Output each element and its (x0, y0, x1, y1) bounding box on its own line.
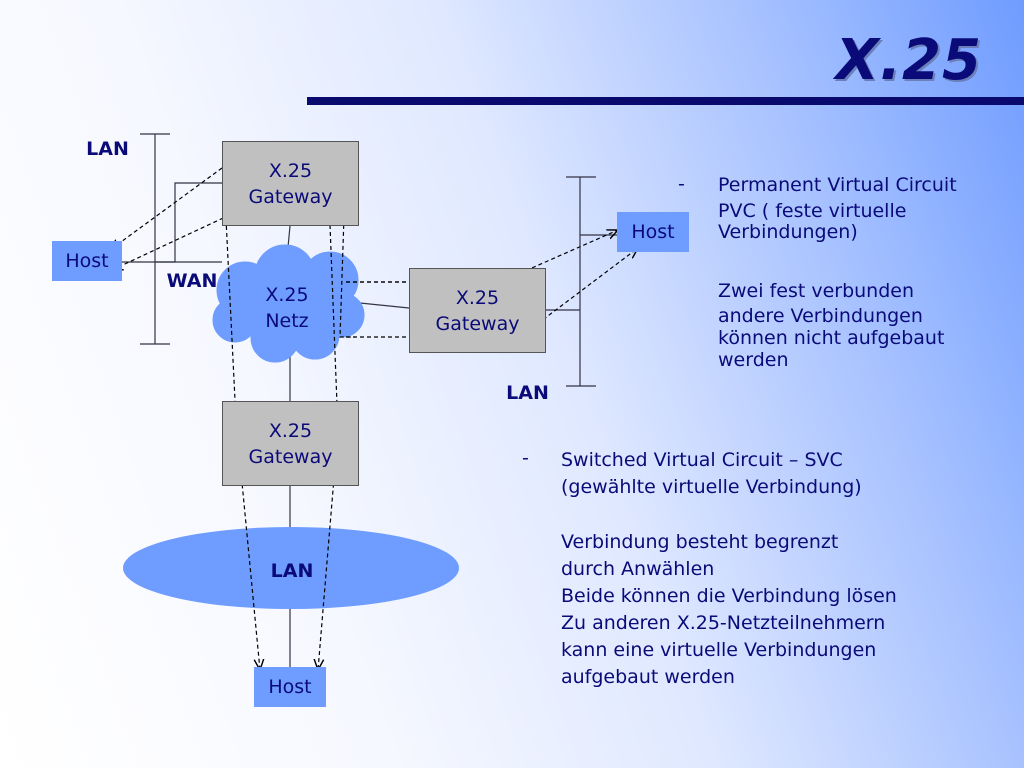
slide-title: X.25 (835, 28, 982, 93)
host-bottom: Host (254, 667, 326, 707)
netz-line1: X.25 (265, 284, 309, 306)
gateway-bottom: X.25 Gateway (222, 401, 359, 486)
gateway-top: X.25 Gateway (222, 141, 359, 226)
gateway-top-line1: X.25 (268, 159, 313, 182)
title-underline (307, 97, 1024, 105)
pvc-line2: PVC ( feste virtuelle (718, 200, 907, 222)
right-lan-bus (546, 176, 617, 387)
host-left: Host (52, 241, 122, 281)
pvc-desc3: können nicht aufgebaut (718, 327, 945, 349)
gateway-bottom-line2: Gateway (248, 445, 333, 468)
svc-bullet: - (522, 447, 529, 469)
netz-line2: Netz (265, 310, 309, 332)
svc-heading: Switched Virtual Circuit – SVC (gewählte… (561, 447, 1001, 501)
pvc-desc2: andere Verbindungen (718, 305, 923, 327)
bottom-lan-ellipse (123, 527, 459, 609)
svc-desc6: aufgebaut werden (561, 666, 735, 688)
svc-desc2: durch Anwählen (561, 558, 715, 580)
links (286, 225, 410, 667)
svc-line1: Switched Virtual Circuit – SVC (561, 449, 843, 471)
pvc-desc1: Zwei fest verbunden (718, 280, 915, 302)
pvc-desc4: werden (718, 349, 789, 371)
wan-label: WAN (166, 270, 218, 292)
gateway-top-line2: Gateway (248, 185, 333, 208)
lan-label-bottom: LAN (270, 560, 314, 582)
svc-line2: (gewählte virtuelle Verbindung) (561, 476, 862, 498)
pvc-line3: Verbindungen) (718, 221, 858, 243)
left-lan-bus (122, 133, 222, 345)
pvc-bullet: - (678, 173, 685, 195)
lan-label-right: LAN (506, 382, 549, 404)
pvc-heading: Permanent Virtual Circuit PVC ( feste vi… (718, 173, 1008, 243)
gateway-right-line2: Gateway (435, 312, 520, 335)
svc-description: Verbindung besteht begrenzt durch Anwähl… (561, 529, 1001, 691)
gateway-bottom-line1: X.25 (268, 419, 313, 442)
pvc-line1: Permanent Virtual Circuit (718, 174, 957, 196)
lan-label-top-left: LAN (86, 138, 129, 160)
svc-desc5: kann eine virtuelle Verbindungen (561, 639, 877, 661)
x25-netz-cloud (212, 244, 365, 363)
svc-desc1: Verbindung besteht begrenzt (561, 531, 839, 553)
gateway-right: X.25 Gateway (409, 268, 546, 353)
netz-label: X.25 Netz (247, 282, 327, 334)
svc-desc3: Beide können die Verbindung lösen (561, 585, 897, 607)
host-right: Host (617, 212, 689, 252)
svc-desc4: Zu anderen X.25-Netzteilnehmern (561, 612, 886, 634)
gateway-right-line1: X.25 (455, 286, 500, 309)
pvc-description: Zwei fest verbunden andere Verbindungen … (718, 278, 1008, 371)
